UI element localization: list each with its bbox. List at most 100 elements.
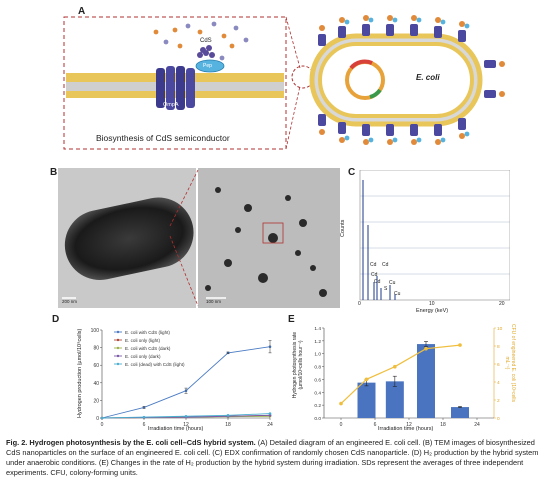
scale-bar-right-label: 100 nm [206,299,222,304]
panel-a-diagram [63,15,505,150]
chart-e-xtick-label: 0 [340,422,343,428]
chart-d-ytick-label: 80 [93,346,99,352]
chart-d-point [142,415,146,419]
chart-d-xtick-label: 24 [267,422,273,428]
chart-e-ytick-right-label: 10 [497,326,503,332]
tem-nanoparticles [205,187,327,297]
chart-d-legend-label: E. coli (dead) with CdS (light) [125,362,185,367]
ompa-label: OmpA [163,102,179,108]
chart-d-point [100,416,104,420]
chart-e-bar [451,407,469,418]
cds-label: CdS [200,38,212,44]
chart-d-point [226,414,230,417]
chart-e-bar [385,381,404,418]
chart-e-xtick-label: 18 [440,422,446,428]
chart-e-cfu-point [458,343,462,347]
chart-e-ytick-right-label: 2 [497,398,500,404]
tem-images [58,168,340,308]
pep-label: Pep [203,63,212,69]
chart-d-legend-label: E. coli only (light) [125,338,160,343]
chart-d-legend-label: E. coli only (dark) [125,354,161,359]
chart-d-legend-marker [116,338,120,342]
chart-e-ytick-right-label: 6 [497,362,500,368]
chart-d-xtick-label: 0 [101,422,104,428]
chart-d-xtick-label: 6 [143,422,146,428]
edx-peak-label-5: S [384,286,388,292]
chart-e-ylabel-left: Hydrogen photosynthesis rate (µmol/10⁹ce… [292,331,304,399]
tem-cell [64,197,194,281]
panel-e-label: E [288,314,295,325]
inset-box [63,16,287,150]
chart-d-ytick-label: 40 [93,381,99,387]
chart-d-legend-marker [116,330,120,334]
chart-e-xlabel: Irradiation time (hours) [378,426,434,432]
chart-d: 0 20 40 60 80 100 0 6 12 18 24 E. coli with CdS (li… [91,328,273,428]
edx-ylabel: Counts [340,219,346,237]
ion-particles [153,21,249,61]
chart-d-ylabel: Hydrogen production (µmol/10⁹cells) [77,328,83,418]
edx-peaks [362,180,396,300]
chart-e-bar [357,382,376,418]
chart-d-legend-marker [116,354,120,358]
chart-d-legend-label: E. coli with CdS (dark) [125,346,171,351]
chart-e-bar [417,344,435,418]
panel-b-label: B [50,167,58,178]
chart-d-ytick-label: 100 [91,328,100,334]
panel-a-label: A [78,6,86,17]
surface-ompa-clusters [318,15,505,145]
chart-e-xtick-label: 6 [374,422,377,428]
edx-xtick-10: 10 [429,301,435,307]
edx-peak-label-6: Cu [389,280,396,286]
chart-e-cfu-point [339,401,343,406]
chart-e-ytick-right-label: 4 [497,380,500,386]
figure-caption: Fig. 2. Hydrogen photosynthesis by the E… [6,438,548,478]
chart-e-ytick-left-label: 1.0 [314,352,321,358]
chart-d-legend-marker [116,346,120,350]
chart-e-ytick-left-label: 1.2 [314,339,321,345]
chart-e-cfu-point [393,364,397,369]
edx-peak-label-1: Cd [370,262,377,268]
ecoli-label: E. coli [416,73,440,82]
edx-peak-label-4: Cd [374,279,381,285]
tem-zoom-box [262,222,284,244]
chart-e-ytick-left-label: 0.4 [314,390,321,396]
edx-xlabel: Energy (keV) [416,308,449,314]
chart-e-ytick-left-label: 1.4 [314,326,321,332]
chart-d-ytick-label: 0 [96,416,99,422]
chart-d-legend-marker [116,362,120,366]
chart-e-ytick-right-label: 0 [497,416,500,422]
edx-peak-label-2: Cd [382,262,389,268]
pep-peptide [195,59,225,73]
panel-d-label: D [52,314,60,325]
chart-d-xtick-label: 18 [225,422,231,428]
chart-e-ytick-right-label: 8 [497,344,500,350]
chart-e-ytick-left-label: 0.0 [314,416,321,422]
chart-d-ytick-label: 60 [93,363,99,369]
chart-e-xtick-label: 12 [406,422,412,428]
edx-peak-label-7: Cu [394,291,401,297]
caption-text: (A) Detailed diagram of an engineered E.… [6,438,539,477]
caption-title: Fig. 2. Hydrogen photosynthesis by the E… [6,438,256,447]
chart-e-ytick-left-label: 0.6 [314,377,321,383]
chart-e-cfu-point [364,377,369,382]
chart-d-xlabel: Irradiation time (hours) [148,426,204,432]
cds-particle-cluster [197,45,215,58]
edx-xtick-0: 0 [358,301,361,307]
chart-e-xtick-label: 24 [474,422,480,428]
chart-d-point [184,414,188,418]
scale-bar-left-label: 200 nm [62,299,78,304]
chart-e-cfu-point [424,346,428,351]
chart-d-legend-label: E. coli with CdS (light) [125,330,170,335]
edx-spectrum [359,170,510,301]
chart-d-xtick-label: 12 [183,422,189,428]
panel-c-label: C [348,167,356,178]
chart-d-ytick-label: 20 [93,398,99,404]
edx-xtick-20: 20 [499,301,505,307]
edx-peak-label-3: Cd [371,272,378,278]
chart-d-point [268,412,272,415]
ompa-protein [156,66,195,110]
ecoli-cell [309,33,483,127]
chart-e-ytick-left-label: 0.8 [314,365,321,371]
biosynthesis-caption: Biosynthesis of CdS semiconductor [96,133,230,143]
